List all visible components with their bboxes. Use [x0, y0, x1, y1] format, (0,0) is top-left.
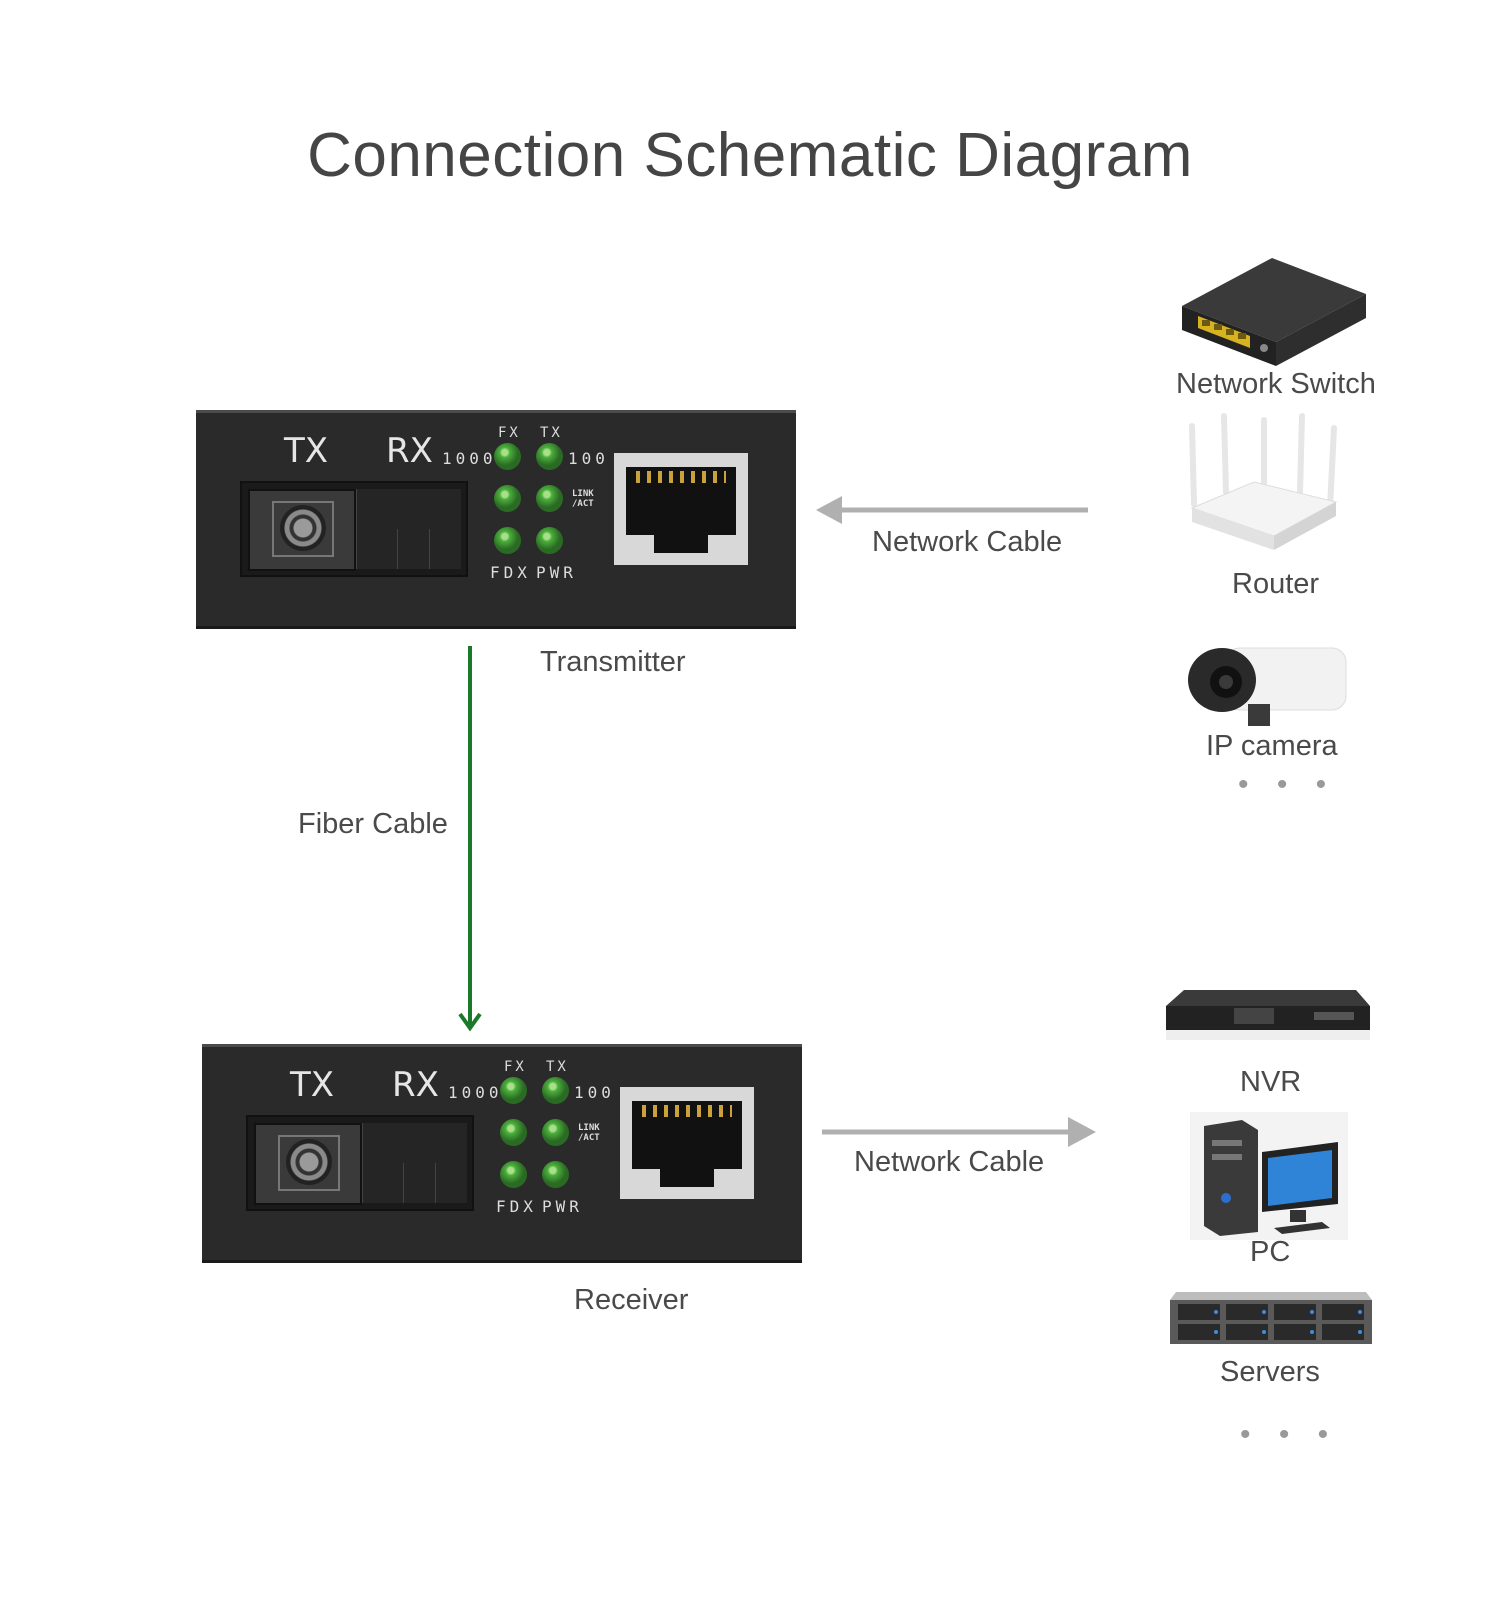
led-fx-link — [500, 1119, 527, 1146]
fiber-port — [246, 1115, 474, 1211]
led-100 — [542, 1077, 569, 1104]
led-label-tx: TX — [546, 1059, 569, 1075]
page-title: Connection Schematic Diagram — [307, 121, 1193, 190]
device-label-ip-camera: IP camera — [1206, 730, 1338, 762]
led-fx-link — [494, 485, 521, 512]
rx-label: RX — [386, 431, 433, 471]
led-label-link: LINK /ACT — [572, 489, 594, 509]
led-label-pwr: PWR — [542, 1197, 583, 1216]
led-label-pwr: PWR — [536, 563, 577, 582]
device-label-servers: Servers — [1220, 1356, 1320, 1388]
fiber-cable-label: Fiber Cable — [298, 808, 448, 840]
device-label-nvr: NVR — [1240, 1066, 1302, 1098]
led-label-link: LINK /ACT — [578, 1123, 600, 1143]
transmitter-unit: TX RX FX TX 1000 100 LINK /ACT FDX PWR — [196, 404, 796, 629]
led-1000 — [494, 443, 521, 470]
converter-body: TX RX FX TX 1000 100 LINK /ACT FDX PWR — [202, 1044, 802, 1263]
led-label-100: 100 — [568, 449, 609, 468]
led-tx-link — [536, 485, 563, 512]
network-cable-arrow-bottom — [822, 1117, 1096, 1147]
device-label-pc: PC — [1250, 1236, 1291, 1268]
network-cable-arrow-top — [816, 496, 1088, 524]
led-tx-link — [542, 1119, 569, 1146]
tx-label: TX — [284, 431, 329, 471]
led-label-fdx: FDX — [496, 1197, 537, 1216]
led-pwr — [536, 527, 563, 554]
network-cable-label-top: Network Cable — [872, 526, 1063, 558]
led-label-fdx: FDX — [490, 563, 531, 582]
more-devices-ellipsis: • • • — [1238, 768, 1337, 801]
network-switch-icon — [1182, 258, 1366, 366]
router-icon — [1189, 413, 1338, 550]
more-devices-ellipsis: • • • — [1240, 1418, 1339, 1451]
led-fdx — [500, 1161, 527, 1188]
device-label-router: Router — [1232, 568, 1320, 600]
transmitter-label: Transmitter — [540, 646, 686, 678]
led-fdx — [494, 527, 521, 554]
device-label-network-switch: Network Switch — [1176, 368, 1376, 400]
rx-label: RX — [392, 1065, 439, 1105]
pc-icon — [1190, 1112, 1348, 1240]
rj45-port — [614, 453, 748, 565]
led-label-1000: 1000 — [448, 1083, 503, 1102]
sc-connector-icon — [280, 505, 326, 551]
sc-connector-icon — [286, 1139, 332, 1185]
converter-body: TX RX FX TX 1000 100 LINK /ACT FDX PWR — [196, 410, 796, 629]
receiver-label: Receiver — [574, 1284, 689, 1316]
led-label-100: 100 — [574, 1083, 615, 1102]
led-pwr — [542, 1161, 569, 1188]
led-100 — [536, 443, 563, 470]
led-label-1000: 1000 — [442, 449, 497, 468]
fiber-cable-arrow — [458, 646, 482, 1032]
ip-camera-icon — [1188, 647, 1347, 726]
rj45-port — [620, 1087, 754, 1199]
network-cable-label-bottom: Network Cable — [854, 1146, 1045, 1178]
nvr-icon — [1166, 990, 1370, 1040]
led-label-fx: FX — [498, 425, 521, 441]
led-1000 — [500, 1077, 527, 1104]
receiver-unit: TX RX FX TX 1000 100 LINK /ACT FDX PWR — [202, 1038, 802, 1263]
led-label-tx: TX — [540, 425, 563, 441]
led-label-fx: FX — [504, 1059, 527, 1075]
tx-label: TX — [290, 1065, 335, 1105]
fiber-port — [240, 481, 468, 577]
servers-icon — [1170, 1292, 1372, 1344]
